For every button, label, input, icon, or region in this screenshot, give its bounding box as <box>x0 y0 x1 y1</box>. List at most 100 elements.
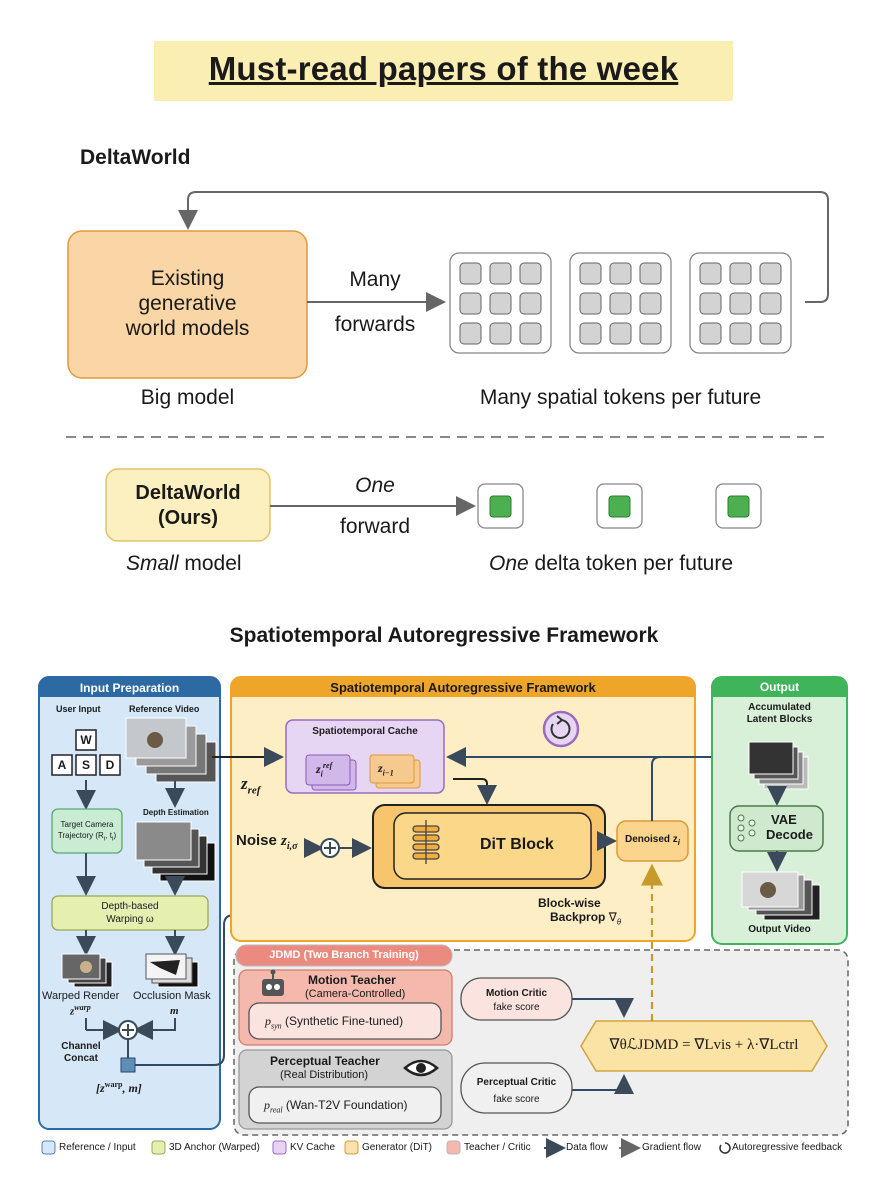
backprop-label: Block-wise Backprop ∇θ <box>538 896 622 927</box>
center-panel-header <box>231 677 695 697</box>
legend-autoregressive-icon <box>719 1142 731 1154</box>
concat-block <box>120 1057 136 1073</box>
legend-autoregressive: Autoregressive feedback <box>732 1142 843 1153</box>
delta-token-2 <box>596 483 643 529</box>
robot-icon <box>262 969 284 996</box>
cache-prev-token: zi−1 <box>378 761 394 778</box>
perceptual-critic-box <box>460 1062 573 1114</box>
vae-decode-label: VAE Decode <box>766 812 813 842</box>
deltaworld-heading: DeltaWorld <box>80 146 191 169</box>
token-grid-3 <box>689 252 792 354</box>
center-panel-title: Spatiotemporal Autoregressive Framework <box>330 680 596 695</box>
perceptual-critic-label: Perceptual Critic <box>476 1077 557 1088</box>
user-input-label: User Input <box>56 704 101 714</box>
forwards-label: forwards <box>334 313 416 336</box>
cache-ref-token: ziref <box>316 761 333 779</box>
output-panel-title: Output <box>759 680 800 694</box>
key-s[interactable]: S <box>81 758 90 772</box>
comparison-diagram <box>66 191 830 542</box>
one-token-caption: One delta token per future <box>489 552 734 575</box>
framework-heading: Spatiotemporal Autoregressive Framework <box>229 624 659 647</box>
output-panel-header <box>712 677 847 697</box>
channel-concat-label: Channel Concat <box>61 1041 101 1064</box>
legend-swatch-teacher <box>446 1140 461 1155</box>
noise-label: Noise zi,σ <box>236 832 298 852</box>
target-camera-label: Target Camera Trajectory (Ri, ti) <box>57 820 117 843</box>
reference-video-frames <box>125 717 217 783</box>
input-panel-header <box>39 677 220 697</box>
delta-token-3 <box>715 483 762 529</box>
legend-kvcache: KV Cache <box>290 1142 336 1153</box>
motion-critic-label: Motion Critic <box>485 988 548 999</box>
motion-teacher-label: Motion Teacher <box>308 973 396 987</box>
perceptual-critic-sub: fake score <box>493 1094 540 1105</box>
autoregressive-icon <box>542 710 580 748</box>
motion-teacher-sub: (Camera-Controlled) <box>305 988 406 1000</box>
legend-teacher: Teacher / Critic <box>464 1142 531 1153</box>
accumulated-label: Accumulated Latent Blocks <box>746 702 813 725</box>
token-grid-1 <box>449 252 552 354</box>
eye-icon <box>403 1059 439 1077</box>
title-banner <box>154 41 733 101</box>
jdmd-loss-box <box>580 1020 828 1072</box>
legend-swatch-kvcache <box>272 1140 287 1155</box>
one-label: One <box>355 474 395 497</box>
legend-swatch-anchor <box>151 1140 166 1155</box>
wasd-keys <box>51 729 121 776</box>
warped-render-frames <box>61 953 113 988</box>
depth-estimation-label: Depth Estimation <box>143 808 209 817</box>
many-tokens-caption: Many spatial tokens per future <box>479 386 762 409</box>
key-d[interactable]: D <box>105 758 115 772</box>
page-title: Must-read papers of the week <box>208 50 679 87</box>
many-label: Many <box>349 268 401 291</box>
output-video-frames <box>741 871 821 921</box>
existing-model-box <box>67 230 308 379</box>
delta-token-1 <box>477 483 524 529</box>
jdmd-panel-header <box>235 944 453 967</box>
jdmd-panel-title: JDMD (Two Branch Training) <box>269 949 419 961</box>
warping-box <box>51 895 209 931</box>
motion-critic-sub: fake score <box>493 1002 540 1013</box>
legend-gradient-flow: Gradient flow <box>642 1142 701 1153</box>
vae-network-icon <box>737 814 756 842</box>
legend-data-flow: Data flow <box>566 1142 608 1153</box>
dit-block-label: DiT Block <box>480 836 554 853</box>
depth-estimation-frames <box>135 821 216 882</box>
deltaworld-ours-label: DeltaWorld (Ours) <box>135 482 241 529</box>
big-model-caption: Big model <box>140 386 235 409</box>
dit-layers-icon <box>412 820 440 864</box>
output-video-label: Output Video <box>748 924 811 935</box>
input-panel-title: Input Preparation <box>79 681 180 695</box>
p-real-label: preal (Wan-T2V Foundation) <box>264 1098 408 1115</box>
token-grid-2 <box>569 252 672 354</box>
legend-generator: Generator (DiT) <box>362 1142 433 1153</box>
concat-output-label: [zwarp, m] <box>96 1080 142 1095</box>
perceptual-teacher-sub: (Real Distribution) <box>280 1069 369 1081</box>
legend <box>41 1138 731 1158</box>
jdmd-loss-formula: ∇θℒJDMD = ∇Lvis + λ·∇Lctrl <box>609 1037 799 1053</box>
legend-reference: Reference / Input <box>59 1142 136 1153</box>
legend-swatch-reference <box>41 1140 56 1155</box>
feedback-loop-arrow <box>178 191 829 303</box>
legend-anchor: 3D Anchor (Warped) <box>169 1142 260 1153</box>
perceptual-teacher-label: Perceptual Teacher <box>270 1054 380 1068</box>
key-a[interactable]: A <box>57 758 67 772</box>
existing-model-label: Existing generative world models <box>125 267 250 340</box>
reference-video-label: Reference Video <box>129 704 200 714</box>
m-label: m <box>170 1005 179 1017</box>
warping-label: Depth-based Warping ω <box>101 901 159 925</box>
occlusion-mask-label: Occlusion Mask <box>133 990 211 1002</box>
cache-title: Spatiotemporal Cache <box>312 726 418 737</box>
p-syn-label: psyn (Synthetic Fine-tuned) <box>265 1014 404 1031</box>
occlusion-mask-frames <box>145 953 199 988</box>
z-ref-label: zref <box>241 774 261 797</box>
denoised-label: Denoised zi <box>624 834 681 847</box>
key-w[interactable]: W <box>80 733 92 747</box>
forward-label: forward <box>339 515 411 538</box>
legend-swatch-generator <box>344 1140 359 1155</box>
warped-render-label: Warped Render <box>42 990 120 1002</box>
motion-critic-box <box>460 977 573 1021</box>
z-warp-label: zwarp <box>70 1003 91 1018</box>
small-model-caption: Small model <box>126 552 242 575</box>
